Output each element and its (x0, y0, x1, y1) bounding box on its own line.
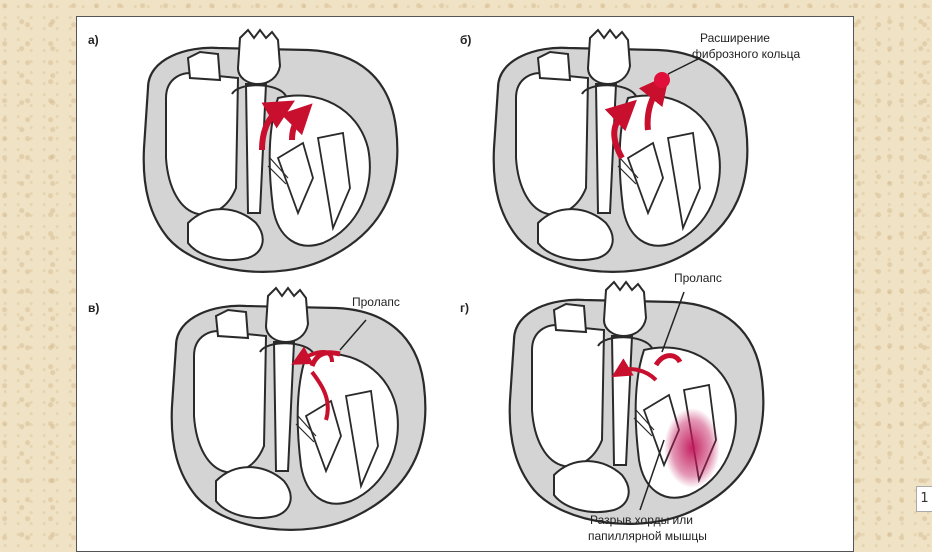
panel-d: г) Пролапс Разрыв хорды или папиллярной … (460, 271, 765, 543)
annotation-leader-b (667, 57, 701, 75)
regurgitation-arrow-a2 (280, 103, 313, 141)
regurgitation-arrow-b2 (638, 74, 670, 131)
annotation-leader-d-bottom (639, 439, 665, 511)
panel-a-tag: а) (88, 33, 99, 47)
panel-c: в) Пролапс (88, 286, 427, 531)
heart-c (170, 286, 427, 531)
heart-a (142, 28, 399, 273)
annulus-dilation-marker (654, 72, 670, 88)
side-panel-toggle-button[interactable]: 1 (916, 486, 932, 512)
panel-d-tag: г) (460, 301, 469, 315)
panel-b-tag: б) (460, 33, 471, 47)
annotation-c: Пролапс (352, 295, 400, 309)
panel-a: а) (88, 28, 399, 273)
panel-b: б) Расширение фиброзного кольца (460, 28, 801, 273)
prolapsed-leaflet-d (653, 353, 683, 367)
heart-d (508, 280, 765, 525)
annotation-d-bottom-line1: Разрыв хорды или (590, 513, 693, 527)
regurgitation-arrow-d1 (611, 358, 658, 382)
regurgitation-arrow-a1 (259, 100, 295, 151)
panel-c-tag: в) (88, 301, 99, 315)
annotation-d-top: Пролапс (674, 271, 722, 285)
infarct-zone (664, 408, 720, 488)
regurgitation-arrow-c2 (310, 370, 330, 421)
annotation-leader-c (339, 319, 367, 351)
annotation-d-bottom-line2: папиллярной мышцы (588, 529, 707, 543)
annotation-b-line2: фиброзного кольца (692, 47, 801, 61)
regurgitation-arrow-b1 (604, 99, 637, 160)
prolapsed-leaflet-c (309, 350, 341, 368)
annotation-leader-d-top (661, 291, 685, 353)
annotation-b-line1: Расширение (700, 31, 770, 45)
